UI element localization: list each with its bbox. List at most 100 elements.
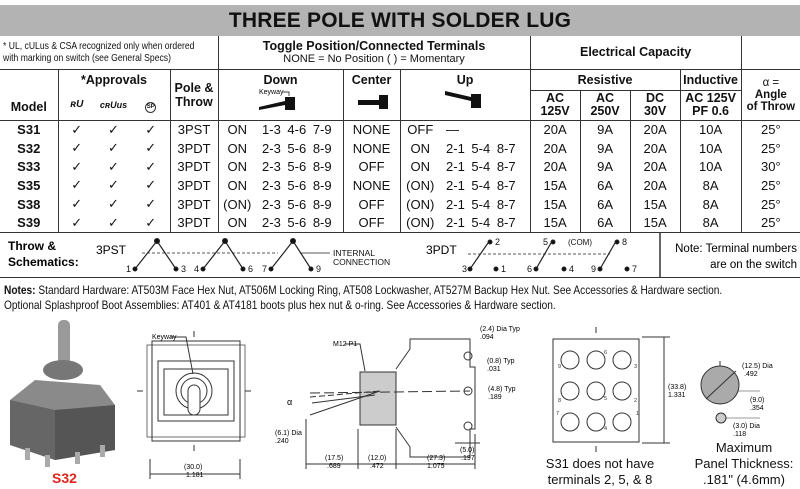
up-terminals: 2-1 5-4 8-7 (446, 140, 516, 156)
model-cell: S35 (17, 177, 41, 193)
angle-of-throw: 25° (740, 213, 800, 233)
schematics-label: Throw & (8, 239, 56, 253)
ul-check: ✓ (57, 138, 95, 158)
csa-check: ✓ (145, 158, 157, 174)
page-title: THREE POLE WITH SOLDER LUG (0, 5, 800, 36)
ul-check: ✓ (57, 194, 95, 214)
svg-text:1: 1 (636, 411, 639, 417)
svg-text:(4.8) Typ: (4.8) Typ (488, 386, 516, 393)
down-terminals: 2-3 5-6 8-9 (262, 177, 332, 193)
svg-text:9: 9 (316, 264, 321, 274)
center-state: NONE (342, 120, 401, 139)
culus-check: ✓ (108, 196, 119, 212)
pole-throw-cell: 3PDT (169, 213, 219, 233)
down-terminals: 1-3 4-6 7-9 (262, 122, 332, 138)
svg-text:(17.5): (17.5) (325, 455, 343, 462)
down-header: Down Keyway (217, 69, 344, 121)
center-state: OFF (342, 213, 401, 233)
ul-check: ✓ (57, 176, 95, 195)
svg-text:.240: .240 (275, 438, 289, 445)
center-state: OFF (342, 194, 401, 214)
ac125-rating: 20A (529, 120, 581, 139)
svg-text:8: 8 (622, 237, 627, 247)
inductive-rating: 10A (679, 157, 742, 177)
pole-throw-header: Pole &Throw (169, 69, 219, 121)
svg-text:.094: .094 (480, 334, 494, 341)
svg-text:4: 4 (194, 264, 199, 274)
svg-text:5: 5 (543, 237, 548, 247)
inductive-rating: 10A (679, 120, 742, 139)
ac250-rating: 9A (579, 120, 631, 139)
ac250-rating: 6A (579, 213, 631, 233)
svg-text:M12 P1: M12 P1 (333, 341, 357, 348)
svg-text:.472: .472 (370, 463, 384, 470)
down-state: ON (217, 120, 257, 139)
model-cell: S39 (0, 213, 58, 233)
panel-cutout (700, 361, 760, 424)
dc30-rating: 20A (629, 176, 681, 195)
svg-text:.118: .118 (733, 431, 746, 438)
svg-text:(0.8) Typ: (0.8) Typ (487, 358, 515, 365)
ul-icon: ʀU (57, 90, 95, 121)
down-state: ON (217, 213, 257, 233)
dc30-rating: 15A (629, 213, 681, 233)
svg-text:Keyway: Keyway (152, 334, 177, 341)
up-state: ON (399, 138, 441, 158)
ac125-rating: 20A (529, 157, 581, 177)
angle-of-throw: 30° (740, 157, 800, 177)
model-cell: S38 (17, 196, 41, 212)
svg-text:3: 3 (634, 364, 637, 370)
up-state: ON (399, 157, 441, 177)
down-state: ON (217, 176, 257, 195)
csa-check: ✓ (145, 196, 157, 212)
model-cell: S31 (17, 122, 41, 138)
up-header: Up (399, 69, 531, 121)
ac125-rating: 15A (529, 194, 581, 214)
pole-throw-cell: 3PST (169, 120, 219, 139)
dc30-rating: 20A (629, 120, 681, 139)
down-terminals: 2-3 5-6 8-9 (262, 159, 332, 175)
svg-text:Schematics:: Schematics: (8, 255, 79, 269)
dc30-rating: 20A (629, 138, 681, 158)
svg-text:2: 2 (634, 398, 637, 404)
svg-text:Keyway: Keyway (259, 89, 284, 96)
up-terminals: 2-1 5-4 8-7 (446, 196, 516, 212)
angle-of-throw: 25° (740, 176, 800, 195)
up-terminals: 2-1 5-4 8-7 (446, 177, 516, 193)
up-terminals: 2-1 5-4 8-7 (440, 213, 531, 233)
ac250-rating: 6A (579, 194, 631, 214)
svg-text:.689: .689 (327, 463, 341, 470)
svg-text:7: 7 (632, 264, 637, 274)
svg-text:2: 2 (495, 237, 500, 247)
svg-text:6: 6 (604, 350, 607, 356)
approvals-header: *Approvals (57, 69, 170, 90)
csa-check: ✓ (132, 213, 170, 233)
toggle-up-icon (445, 90, 482, 108)
culus-check: ✓ (108, 158, 119, 174)
dc30-rating: 15A (629, 194, 681, 214)
svg-text:(3.0) Dia: (3.0) Dia (733, 423, 760, 430)
culus-icon: cʀUus (95, 90, 132, 121)
down-state: ON (217, 157, 257, 177)
up-state: OFF (399, 120, 441, 139)
culus-check: ✓ (95, 213, 132, 233)
pole-throw-cell: 3PDT (169, 138, 219, 158)
svg-text:(6.1) Dia: (6.1) Dia (275, 430, 302, 437)
svg-text:are on the switch: are on the switch (710, 259, 797, 271)
center-state: OFF (342, 157, 401, 177)
svg-text:(COM): (COM) (568, 238, 592, 247)
angle-of-throw: 25° (740, 120, 800, 139)
angle-of-throw: 25° (740, 194, 800, 214)
svg-text:.492: .492 (744, 371, 758, 378)
